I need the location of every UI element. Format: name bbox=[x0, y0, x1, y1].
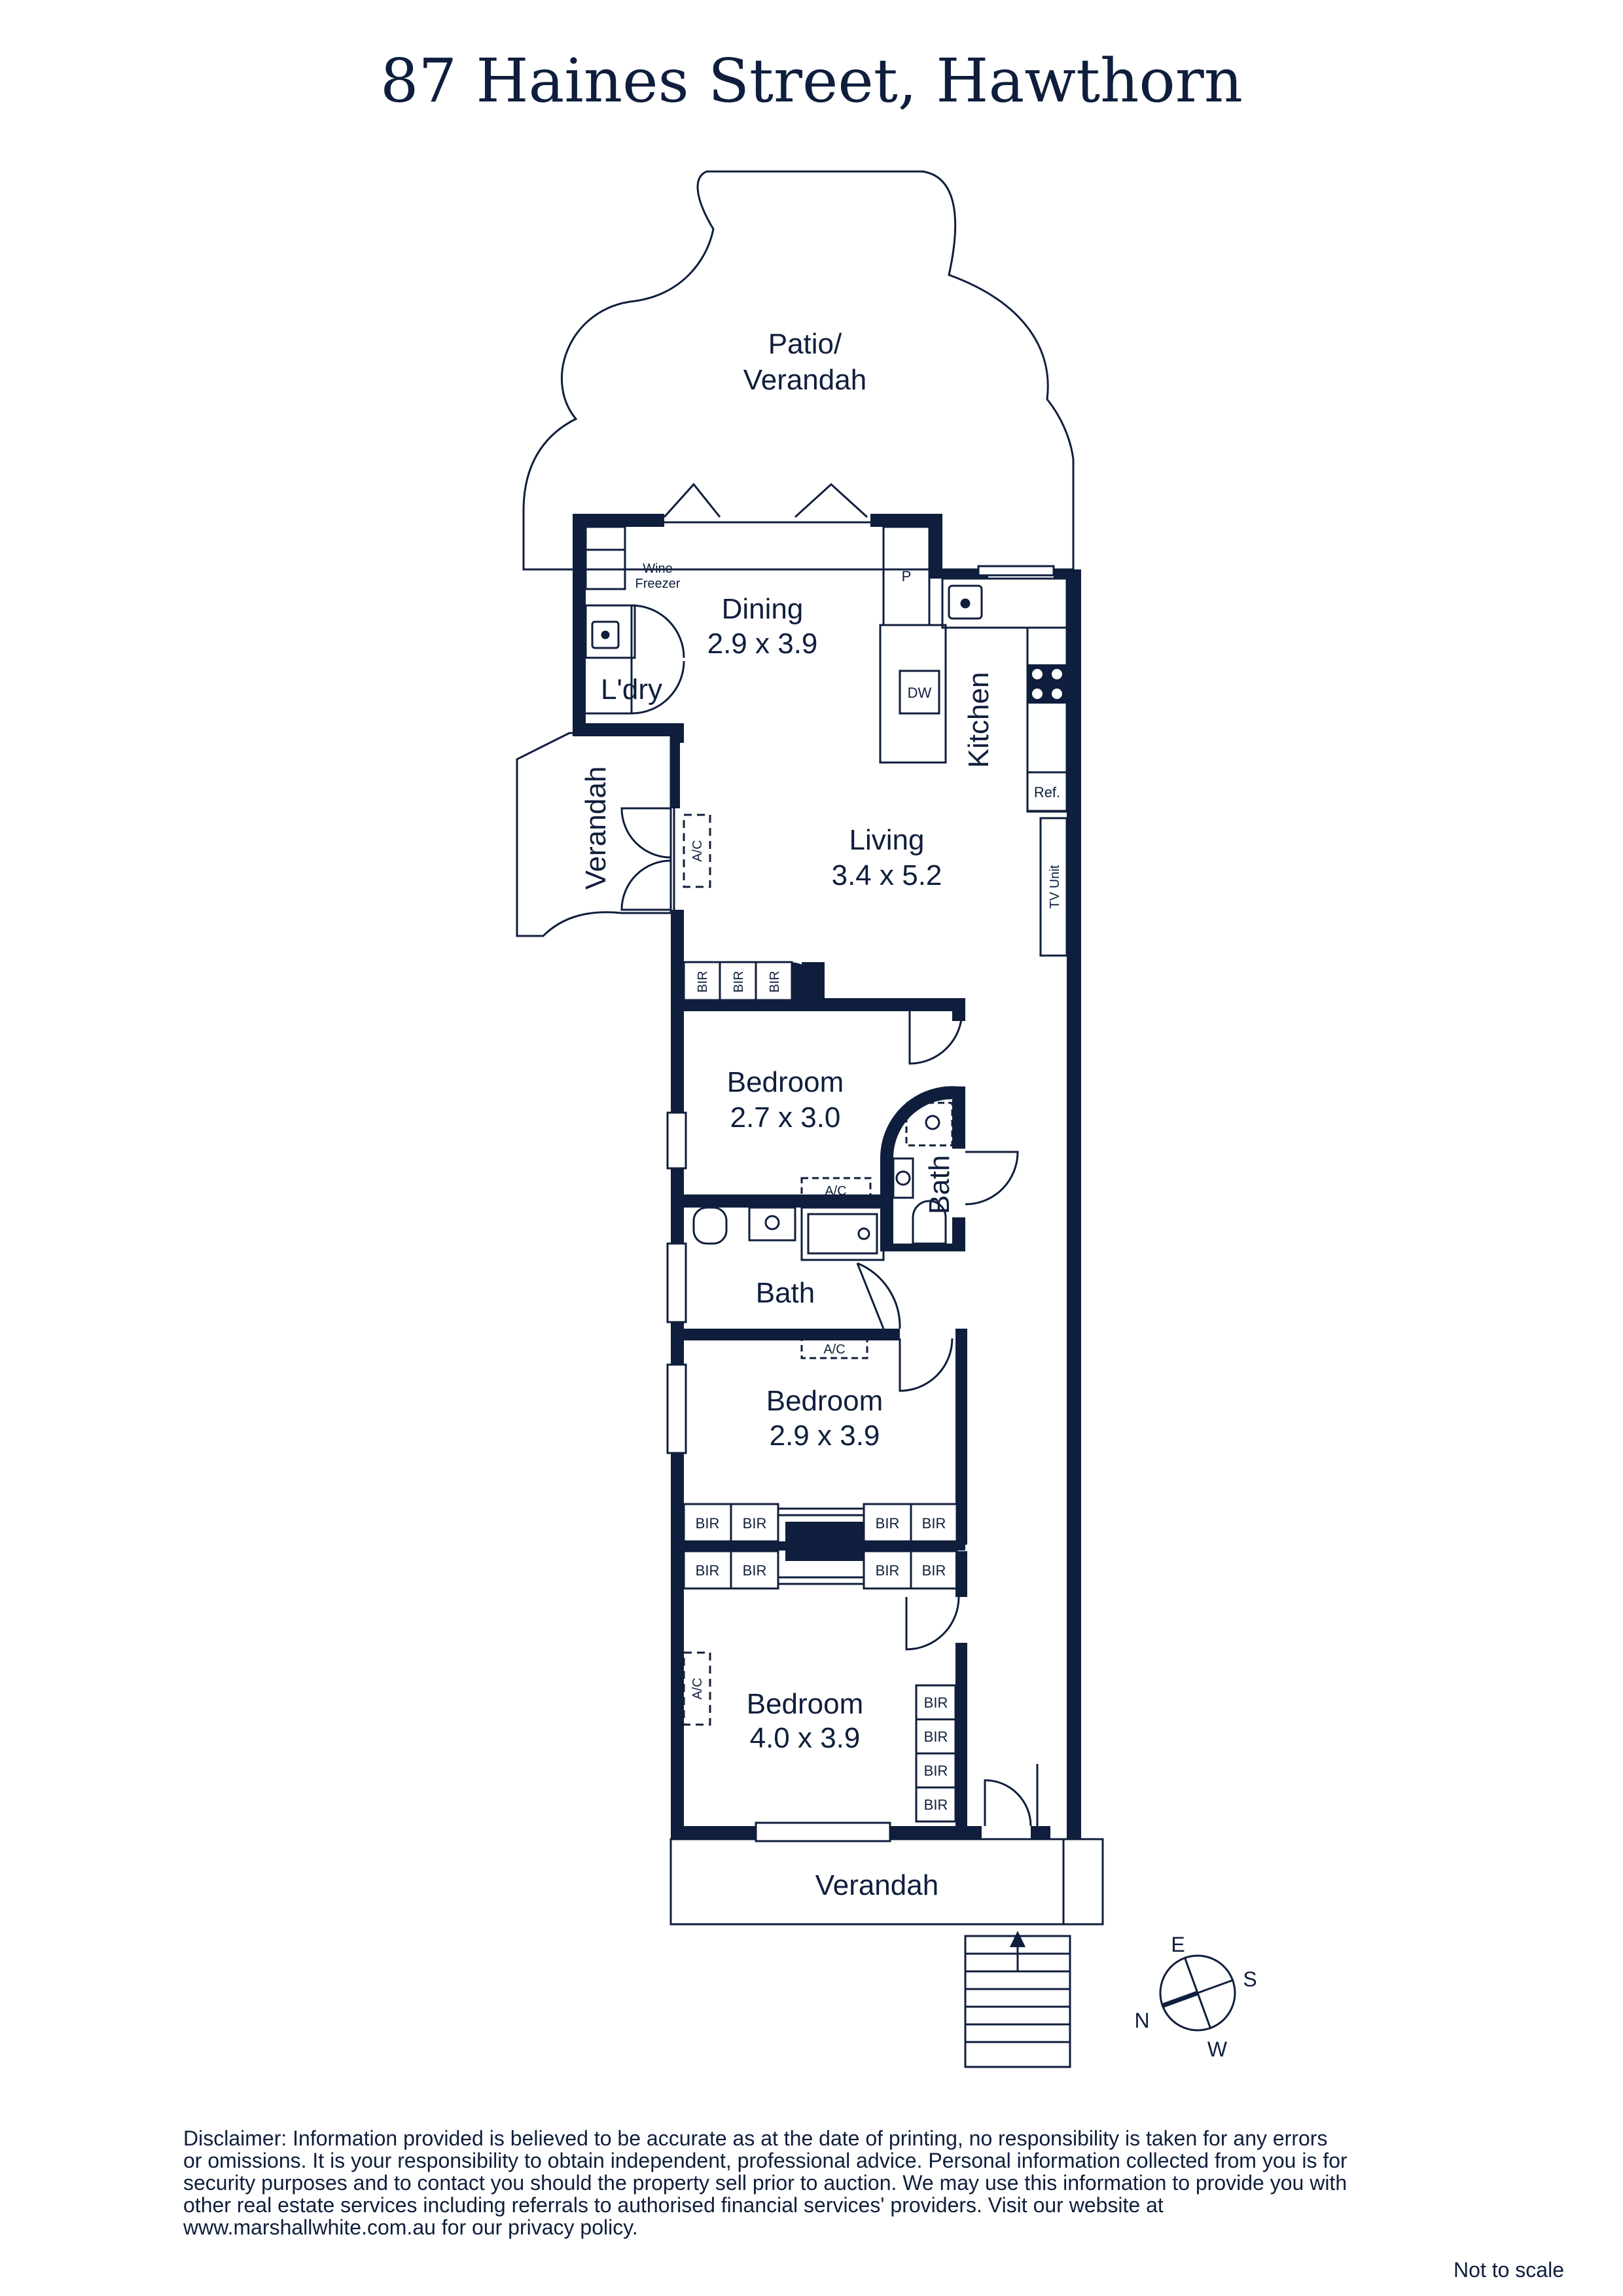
bir-label: BIR bbox=[922, 1515, 946, 1532]
living-size: 3.4 x 5.2 bbox=[832, 859, 942, 891]
living-name: Living bbox=[849, 824, 925, 856]
bedroom2-size: 2.9 x 3.9 bbox=[770, 1420, 880, 1452]
pantry-label: P bbox=[902, 568, 912, 584]
bedroom1-bir-block bbox=[683, 961, 793, 1001]
bir-label: BIR bbox=[924, 1797, 948, 1813]
entry-arrow-icon bbox=[1010, 1931, 1026, 1947]
bedroom3-ac-unit bbox=[683, 1651, 711, 1726]
bedroom2-bir-row bbox=[683, 1503, 958, 1543]
bir-label: BIR bbox=[924, 1729, 948, 1745]
dining-size: 2.9 x 3.9 bbox=[707, 628, 818, 660]
bir-label: BIR bbox=[696, 1515, 720, 1532]
front-verandah-name: Verandah bbox=[815, 1869, 938, 1901]
dining-name: Dining bbox=[722, 593, 804, 625]
ensuite-walls bbox=[880, 1086, 965, 1251]
disclaimer-text: Disclaimer: Information provided is beli… bbox=[183, 2126, 1347, 2239]
side-doors bbox=[620, 807, 675, 911]
property-address-title: 87 Haines Street, Hawthorn bbox=[380, 46, 1243, 116]
bedroom3-bir-column-labels: BIR BIR BIR BIR bbox=[924, 1695, 948, 1813]
fridge-label: Ref. bbox=[1034, 784, 1060, 800]
bedroom3-bir-row-labels: BIR BIR BIR BIR bbox=[696, 1562, 946, 1579]
bedroom2-door bbox=[899, 1338, 954, 1392]
compass-north: N bbox=[1134, 2009, 1149, 2032]
bir-corner-curve bbox=[792, 962, 825, 998]
cooktop-icon bbox=[1027, 664, 1067, 704]
bedroom3-ac-label: A/C bbox=[690, 1677, 705, 1699]
laundry-room bbox=[584, 526, 685, 715]
windows bbox=[666, 565, 1055, 1842]
ensuite-fixtures bbox=[892, 1102, 1019, 1245]
bir-label: BIR bbox=[732, 971, 746, 992]
tv-unit-label: TV Unit bbox=[1048, 865, 1062, 908]
patio-outline bbox=[522, 170, 1075, 571]
side-verandah-name: Verandah bbox=[580, 766, 612, 889]
bir-label: BIR bbox=[876, 1562, 900, 1579]
bir-label: BIR bbox=[743, 1562, 767, 1579]
compass-south: S bbox=[1243, 1967, 1257, 1991]
bir-label: BIR bbox=[922, 1562, 946, 1579]
patio-label-line1: Patio/ bbox=[768, 328, 842, 360]
bedroom1-name: Bedroom bbox=[727, 1066, 844, 1098]
bedroom1-size: 2.7 x 3.0 bbox=[730, 1102, 841, 1134]
bir-label: BIR bbox=[924, 1763, 948, 1779]
ensuite-name: Bath bbox=[923, 1155, 955, 1215]
compass-east: E bbox=[1171, 1933, 1185, 1956]
bir-label: BIR bbox=[743, 1515, 767, 1532]
compass-west: W bbox=[1207, 2037, 1228, 2061]
not-to-scale-note: Not to scale bbox=[1454, 2258, 1564, 2282]
bathroom-name: Bath bbox=[756, 1277, 815, 1309]
kitchen-name: Kitchen bbox=[963, 672, 995, 768]
bedroom3-walls bbox=[955, 1551, 967, 1839]
rear-bifold-doors bbox=[663, 482, 870, 524]
bedroom3-door bbox=[905, 1596, 960, 1651]
bedroom3-size: 4.0 x 3.9 bbox=[750, 1722, 861, 1754]
bedroom1-door bbox=[908, 1011, 963, 1065]
patio-label-line2: Verandah bbox=[743, 364, 866, 396]
exterior-walls bbox=[573, 514, 1081, 1839]
side-verandah-outline bbox=[516, 732, 672, 937]
dishwasher-label: DW bbox=[908, 685, 932, 701]
bedroom2-bir-labels: BIR BIR BIR BIR bbox=[696, 1515, 946, 1532]
front-door bbox=[984, 1779, 1032, 1827]
wine-freezer-label-line1: Wine bbox=[643, 562, 673, 576]
bedroom1-bir-labels: BIR BIR BIR bbox=[696, 971, 782, 992]
bedroom2-name: Bedroom bbox=[766, 1385, 883, 1417]
bir-label: BIR bbox=[768, 971, 782, 992]
bathroom-fixtures bbox=[692, 1177, 901, 1329]
laundry-name: L'dry bbox=[601, 673, 662, 706]
front-steps bbox=[964, 1935, 1071, 2068]
bir-label: BIR bbox=[696, 1562, 720, 1579]
bedroom2-ac-label: A/C bbox=[823, 1342, 845, 1357]
ensuite-ac-label: A/C bbox=[825, 1184, 846, 1198]
bir-label: BIR bbox=[696, 971, 710, 992]
front-verandah-outline bbox=[669, 1838, 1104, 1926]
bir-label: BIR bbox=[876, 1515, 900, 1532]
bedroom3-bir-column bbox=[915, 1684, 957, 1823]
living-ac-unit bbox=[683, 814, 711, 888]
bedroom3-bir-row bbox=[683, 1550, 958, 1590]
compass-icon bbox=[1159, 1954, 1236, 2032]
bedroom2-ac-unit bbox=[800, 1337, 868, 1359]
bir-label: BIR bbox=[924, 1695, 948, 1711]
wine-freezer-label-line2: Freezer bbox=[635, 577, 681, 591]
bedroom3-name: Bedroom bbox=[747, 1688, 864, 1720]
living-ac-label: A/C bbox=[690, 840, 705, 861]
